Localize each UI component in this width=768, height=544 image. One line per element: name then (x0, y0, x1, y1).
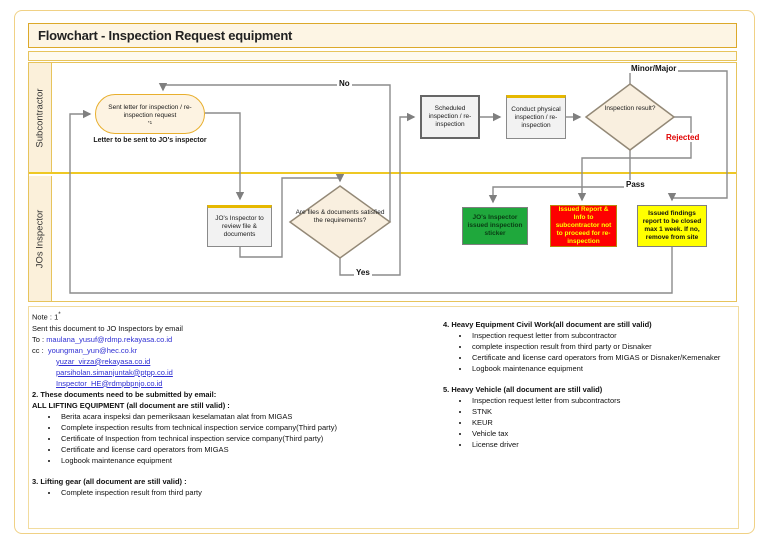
note-heading: Note : 1* (32, 311, 61, 322)
list-item: Certificate of Inspection from technical… (59, 433, 434, 444)
decision-inspection-result-text: Inspection result? (604, 105, 656, 112)
pool-top-strip (28, 51, 737, 61)
list-item: KEUR (470, 417, 737, 428)
note-line-sent: Sent this document to JO Inspectors by e… (32, 323, 183, 333)
note-line-cc3: parsiholan.simanjuntak@ptpp.co.id (32, 367, 434, 378)
note-heading-sup: * (58, 311, 61, 318)
decision-files-satisfied-text: Are files & documents satisfied the requ… (295, 209, 385, 224)
node-report-not-proceed: Issued Report & Info to subcontractor no… (550, 205, 617, 247)
list-item: Berita acara inspeksi dan pemeriksaan ke… (59, 411, 434, 422)
section4-list: Inspection request letter from subcontra… (443, 330, 737, 374)
label-pass: Pass (624, 180, 647, 189)
node-sent-letter: Sent letter for inspection / re-inspecti… (95, 94, 205, 134)
lane-subcontractor-label-cell: Subcontractor (29, 63, 52, 172)
node-review-documents: JO's Inspector to review file & document… (207, 205, 272, 247)
notes-right-column: 4. Heavy Equipment Civil Work(all docume… (443, 319, 737, 450)
section5-title: 5. Heavy Vehicle (all document are still… (443, 385, 603, 394)
list-item: Logbook maintenance equipment (59, 455, 434, 466)
section2-list: Berita acara inspeksi dan pemeriksaan ke… (32, 411, 434, 466)
node-sent-letter-caption: Letter to be sent to JO's inspector (93, 137, 207, 144)
node-conduct-inspection: Conduct physical inspection / re-inspect… (506, 95, 566, 139)
list-item: Certificate and license card operators f… (470, 352, 737, 363)
label-no: No (337, 79, 352, 88)
list-item: complete inspection result from third pa… (470, 341, 737, 352)
note-line-cc2: yuzar_virza@rekayasa.co.id (32, 356, 434, 367)
node-inspection-sticker: JO's Inspector issued inspection sticker (462, 207, 528, 245)
email-cc-4[interactable]: Inspector_HE@rdmpbpnjo.co.id (56, 378, 163, 388)
list-item: Inspection request letter from subcontra… (470, 330, 737, 341)
notes-left-column: Note : 1* Sent this document to JO Inspe… (32, 309, 434, 498)
section2-title: 2. These documents need to be submitted … (32, 389, 217, 399)
list-item: STNK (470, 406, 737, 417)
email-to[interactable]: maulana_yusuf@rdmp.rekayasa.co.id (46, 334, 173, 344)
list-item: Complete inspection results from technic… (59, 422, 434, 433)
to-label: To : (32, 334, 45, 344)
note-line-cc4: Inspector_HE@rdmpbpnjo.co.id (32, 378, 434, 389)
cc-label: cc : (32, 345, 44, 355)
node-sent-letter-footnote: *1 (147, 119, 153, 125)
label-minor-major: Minor/Major (629, 64, 679, 73)
list-item: Complete inspection result from third pa… (59, 487, 434, 498)
note-line-cc: cc : youngman_yun@hec.co.kr (32, 345, 434, 356)
node-scheduled-inspection: Scheduled inspection / re-inspection (420, 95, 480, 139)
section2-subtitle: ALL LIFTING EQUIPMENT (all document are … (32, 400, 230, 410)
node-findings-report: Issued findings report to be closed max … (637, 205, 707, 247)
lane-jos-inspector-label-cell: JOs Inspector (29, 176, 52, 301)
section5-list: Inspection request letter from subcontra… (443, 395, 737, 450)
email-cc-3[interactable]: parsiholan.simanjuntak@ptpp.co.id (56, 367, 173, 377)
note-line-to: To : maulana_yusuf@rdmp.rekayasa.co.id (32, 334, 434, 345)
email-cc-2[interactable]: yuzar_virza@rekayasa.co.id (56, 356, 151, 366)
section4-title: 4. Heavy Equipment Civil Work(all docume… (443, 320, 652, 329)
lane-subcontractor-label: Subcontractor (34, 87, 46, 148)
section3-title: 3. Lifting gear (all document are still … (32, 476, 187, 486)
list-item: Vehicle tax (470, 428, 737, 439)
label-rejected: Rejected (664, 133, 702, 142)
section3-list: Complete inspection result from third pa… (32, 487, 434, 498)
notes-container (28, 306, 739, 529)
page-title: Flowchart - Inspection Request equipment (38, 28, 293, 43)
lane-jos-inspector-label: JOs Inspector (34, 209, 46, 268)
page-border (14, 10, 755, 534)
list-item: Logbook maintenance equipment (470, 363, 737, 374)
list-item: Inspection request letter from subcontra… (470, 395, 737, 406)
email-cc-1[interactable]: youngman_yun@hec.co.kr (47, 345, 138, 355)
list-item: License driver (470, 439, 737, 450)
label-yes: Yes (354, 268, 372, 277)
flowchart-title-bar: Flowchart - Inspection Request equipment (28, 23, 737, 48)
list-item: Certificate and license card operators f… (59, 444, 434, 455)
lane-jos-inspector: JOs Inspector (29, 176, 736, 301)
node-sent-letter-text: Sent letter for inspection / re-inspecti… (108, 103, 192, 119)
